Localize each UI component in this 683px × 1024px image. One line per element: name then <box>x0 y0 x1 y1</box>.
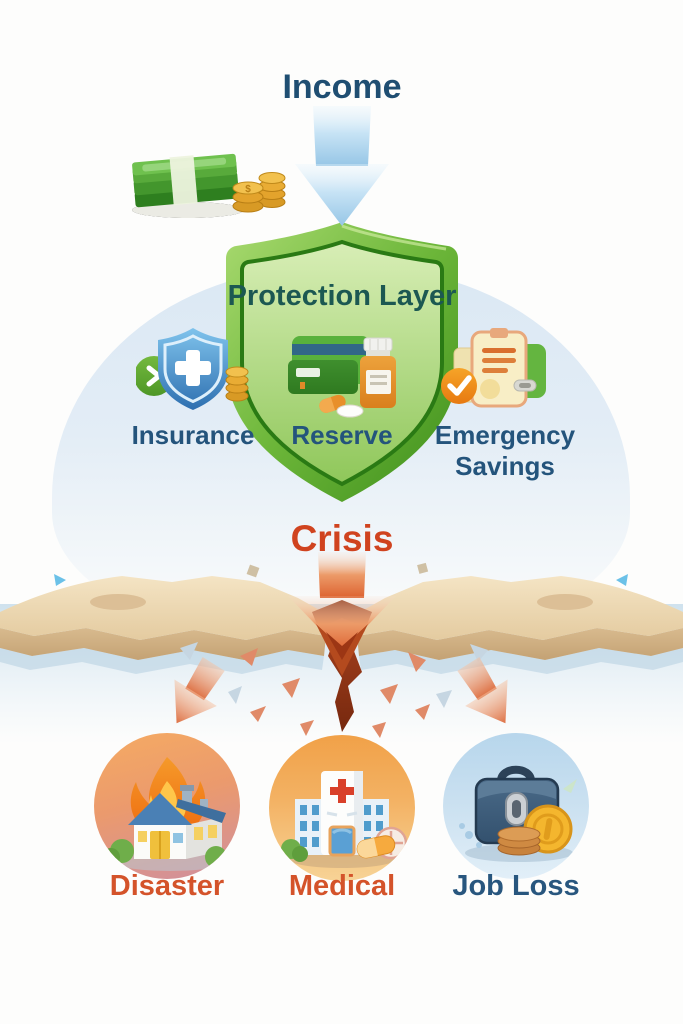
protection-layer-title: Protection Layer <box>227 280 457 312</box>
medical-cross-shield-with-coins-icon <box>136 328 249 410</box>
income-down-arrow-icon <box>295 106 389 226</box>
income-title: Income <box>282 68 402 106</box>
savings-checklist-notebook-icon <box>441 328 546 408</box>
crisis-title: Crisis <box>290 518 394 559</box>
briefcase-with-coins-icon <box>459 765 577 862</box>
job-loss-label: Job Loss <box>452 870 580 902</box>
cash-stack-and-coins-icon: $ <box>132 153 286 218</box>
reserve-label: Reserve <box>291 420 393 450</box>
hospital-building-icon <box>281 771 408 868</box>
medical-circle <box>269 735 415 881</box>
bank-cards-and-pill-bottle-icon <box>288 336 396 418</box>
burning-house-icon <box>102 757 236 871</box>
disaster-label: Disaster <box>109 870 225 902</box>
svg-text:$: $ <box>245 184 251 195</box>
medical-label: Medical <box>288 870 396 902</box>
insurance-label: Insurance <box>131 420 255 450</box>
disaster-circle <box>94 733 240 879</box>
job-loss-circle <box>443 733 589 879</box>
emergency-savings-label: Emergency Savings <box>434 420 576 481</box>
